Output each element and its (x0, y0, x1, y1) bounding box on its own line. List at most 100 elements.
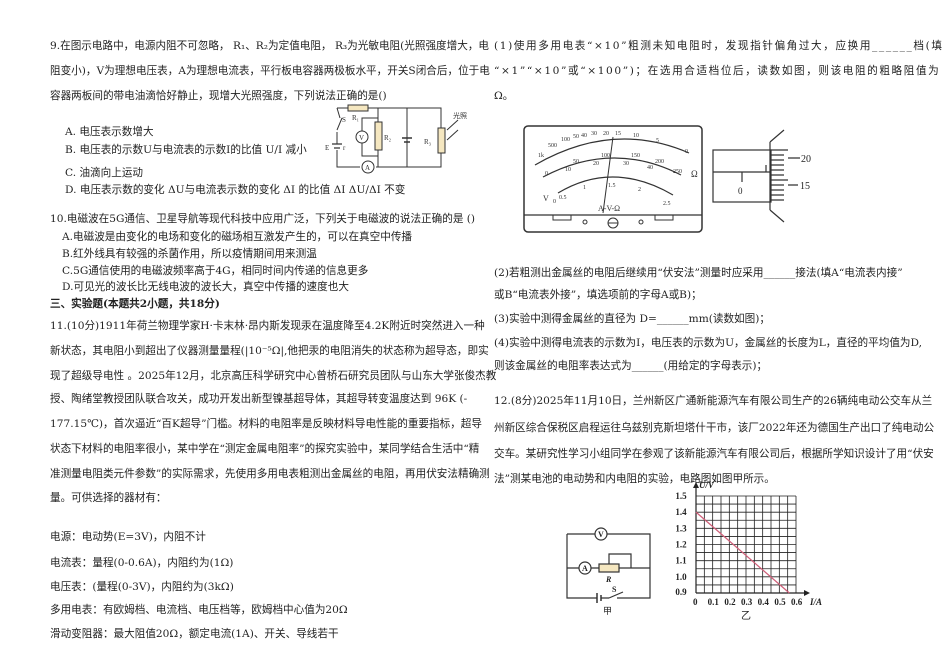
ohm-scale-label: 0 (685, 149, 688, 155)
ammeter-label: A (365, 164, 370, 172)
mid-scale2-label: 10 (565, 167, 571, 173)
q11-part1-line: “×1”“×10”或“×100”)；在选用合适档位后，读数如图，则该电阻的粗略阻… (494, 65, 941, 77)
y-tick-label: 1.5 (675, 491, 687, 501)
micrometer-figure: 20 15 0 (712, 129, 811, 223)
q11-line: 授、陶绪堂教授团队联合攻关，成功开发出新型镍基超导体，其超导转变温度达到 96K… (50, 393, 468, 405)
q11-line: 状态下材料的电阻率很小，某中学在“测定金属电阻率”的探究实验中，某同学结合生活中… (50, 443, 480, 455)
multimeter-dial-figure: 1k 500 100 50 40 30 20 15 10 5 0 0 50 10… (523, 125, 703, 233)
x-tick-label: 0 (693, 597, 698, 607)
equipment-item: 滑动变阻器：最大阻值20Ω，额定电流(1A)、开关、导线若干 (50, 628, 339, 640)
equipment-item: 电源：电动势(E=3V)，内阻不计 (50, 531, 206, 543)
x-axis-arrow (804, 590, 810, 596)
ohm-scale-label: 100 (561, 137, 570, 143)
low-scale-label: 1 (583, 185, 586, 191)
q10-option-b: B.红外线具有较强的杀菌作用，所以疫情期间用来测温 (62, 248, 317, 260)
q10-option-d: D.可见光的波长比无线电波的波长大，真空中传播的速度也大 (62, 281, 349, 293)
q11-part1-line: (1)使用多用电表“×10”粗测未知电阻时，发现指针偏角过大，应换用______… (494, 40, 944, 52)
q9-line: 9.在图示电路中，电源内阻不可忽略， R₁、R₂为定值电阻， R₃为光敏电阻(光… (50, 40, 490, 52)
q11-part4-line: (4)实验中测得电流表的示数为I，电压表的示数为U，金属丝的长度为L，直径的平均… (494, 337, 923, 349)
ohm-scale-label: 1k (538, 153, 544, 159)
ohm-scale-label: 20 (603, 131, 609, 137)
q9-line: 容器两板间的带电油滴恰好静止，现增大光照强度，下列说法正确的是() (50, 90, 387, 102)
micrometer-label: 15 (800, 181, 810, 192)
equipment-item: 电流表：量程(0-0.6A)，内阻约为(1Ω) (50, 557, 234, 569)
rheostat-label: R (605, 575, 612, 584)
y-axis-label: U/V (699, 480, 715, 490)
mid-scale-label: 250 (673, 169, 682, 175)
voltmeter-label: V (359, 134, 364, 142)
mode-label: A-V-Ω (598, 204, 620, 213)
q12-circuit-diagram: V A R S 甲 (566, 527, 651, 616)
r2-label: R₂ (384, 134, 392, 142)
low-scale-label: 1.5 (608, 183, 616, 189)
low-scale-label: 0.5 (559, 195, 567, 201)
ohm-scale-label: 50 (573, 134, 579, 140)
q9-line: 阻变小)，V为理想电压表，A为理想电流表，平行板电容器两极板水平，开关S闭合后，… (50, 65, 490, 77)
mid-scale2-label: 40 (647, 165, 653, 171)
emf-label: E (325, 144, 329, 152)
mid-scale2-label: 20 (593, 161, 599, 167)
ohm-scale-label: 15 (615, 131, 621, 137)
r1-label: R₁ (352, 114, 359, 122)
low-scale-label: 0 (553, 199, 556, 205)
x-tick-label: 0.2 (724, 597, 736, 607)
ohm-scale-label: 500 (548, 143, 557, 149)
q10-stem: 10.电磁波在5G通信、卫星导航等现代科技中应用广泛，下列关于电磁波的说法正确的… (50, 213, 476, 225)
voltmeter-label: V (598, 530, 604, 539)
light-label: 光照 (453, 111, 467, 120)
ammeter-label: A (582, 564, 588, 573)
q11-line: 准测量电阻类元件参数”的实际需求，先使用多用电表粗测出金属丝的电阻，再用伏安法精… (50, 468, 490, 480)
ohm-scale-label: 40 (581, 133, 587, 139)
q9-option-a: A. 电压表示数增大 (65, 126, 154, 138)
chart-caption: 乙 (741, 610, 751, 622)
mid-scale-label: 0 (545, 171, 548, 177)
ohm-scale-label: 30 (591, 131, 597, 137)
q11-line: 现了超级导电性 。2025年12月，北京高压科学研究中心曾桥石研究员团队与山东大… (50, 370, 497, 382)
equipment-item: 多用电表：有欧姆档、电流档、电压档等，欧姆档中心值为20Ω (50, 604, 348, 616)
q11-line: 11.(10分)1911年荷兰物理学家H·卡末林·昂内斯发现汞在温度降至4.2K… (50, 320, 485, 332)
q11-part2-line: 或B“电流表外接”，填选项前的字母A或B)； (494, 289, 702, 301)
q12-line: 12.(8分)2025年11月10日，兰州新区广通新能源汽车有限公司生产的26辆… (494, 395, 933, 407)
x-axis-label: I/A (809, 597, 822, 607)
mid-scale2-label: 30 (623, 161, 629, 167)
q12-line: 州新区综合保税区启程运往乌兹别克斯坦塔什干市，该厂2022年还为德国生产出口了纯… (494, 422, 935, 434)
y-tick-label: 0.9 (675, 587, 687, 597)
q12-line: 法”测某电池的电动势和内电阻的实验，电路图如图甲所示。 (494, 473, 775, 485)
y-tick-label: 1.1 (675, 556, 687, 566)
mid-scale-label: 150 (631, 153, 640, 159)
section-heading: 三、实验题(本题共2小题，共18分) (50, 298, 220, 310)
y-axis-arrow (693, 482, 699, 488)
ohm-scale-label: 5 (656, 138, 659, 144)
ohm-scale-label: 10 (633, 133, 639, 139)
micrometer-zero: 0 (738, 186, 743, 196)
y-tick-label: 1.4 (675, 507, 687, 517)
q10-option-a: A.电磁波是由变化的电场和变化的磁场相互激发产生的，可以在真空中传播 (62, 231, 413, 243)
volt-label: V (543, 194, 549, 203)
q9-circuit-diagram: R₁ R₂ R₃ S E r V A 光照 (325, 104, 467, 174)
low-scale-label: 2 (638, 187, 641, 193)
low-scale-label: 2.5 (663, 201, 671, 207)
x-tick-label: 0.5 (774, 597, 786, 607)
q11-line: 量。可供选择的器材有： (50, 492, 167, 504)
mid-scale-label: 200 (655, 159, 664, 165)
micrometer-label: 20 (801, 154, 811, 165)
x-tick-label: 0.3 (741, 597, 753, 607)
omega-label: Ω (691, 169, 698, 179)
r3-label: R₃ (424, 138, 432, 146)
y-tick-label: 1.0 (675, 572, 687, 582)
y-tick-label: 1.3 (675, 523, 687, 533)
q10-option-c: C.5G通信使用的电磁波频率高于4G，相同时间内传递的信息更多 (62, 265, 369, 277)
equipment-item: 电压表：(量程(0-3V)，内阻约为(3kΩ) (50, 581, 234, 593)
q11-part1-line: Ω。 (494, 90, 514, 102)
y-tick-label: 1.2 (675, 540, 687, 550)
q9-option-c: C. 油滴向上运动 (65, 167, 144, 179)
q11-part3: (3)实验中测得金属丝的直径为 D=______mm(读数如图)； (494, 313, 770, 325)
q11-part4-line: 则该金属丝的电阻率表达式为______(用给定的字母表示)； (494, 360, 768, 372)
q12-line: 交车。某研究性学习小组同学在参观了该新能源汽车有限公司后，根据所学知识设计了用“… (494, 448, 934, 460)
switch-label: S (612, 585, 617, 594)
q9-option-b: B. 电压表的示数U与电流表的示数I的比值 U/I 减小 (65, 144, 307, 156)
x-tick-label: 0.1 (708, 597, 720, 607)
internal-r-label: r (343, 144, 346, 152)
x-tick-label: 0.4 (758, 597, 770, 607)
